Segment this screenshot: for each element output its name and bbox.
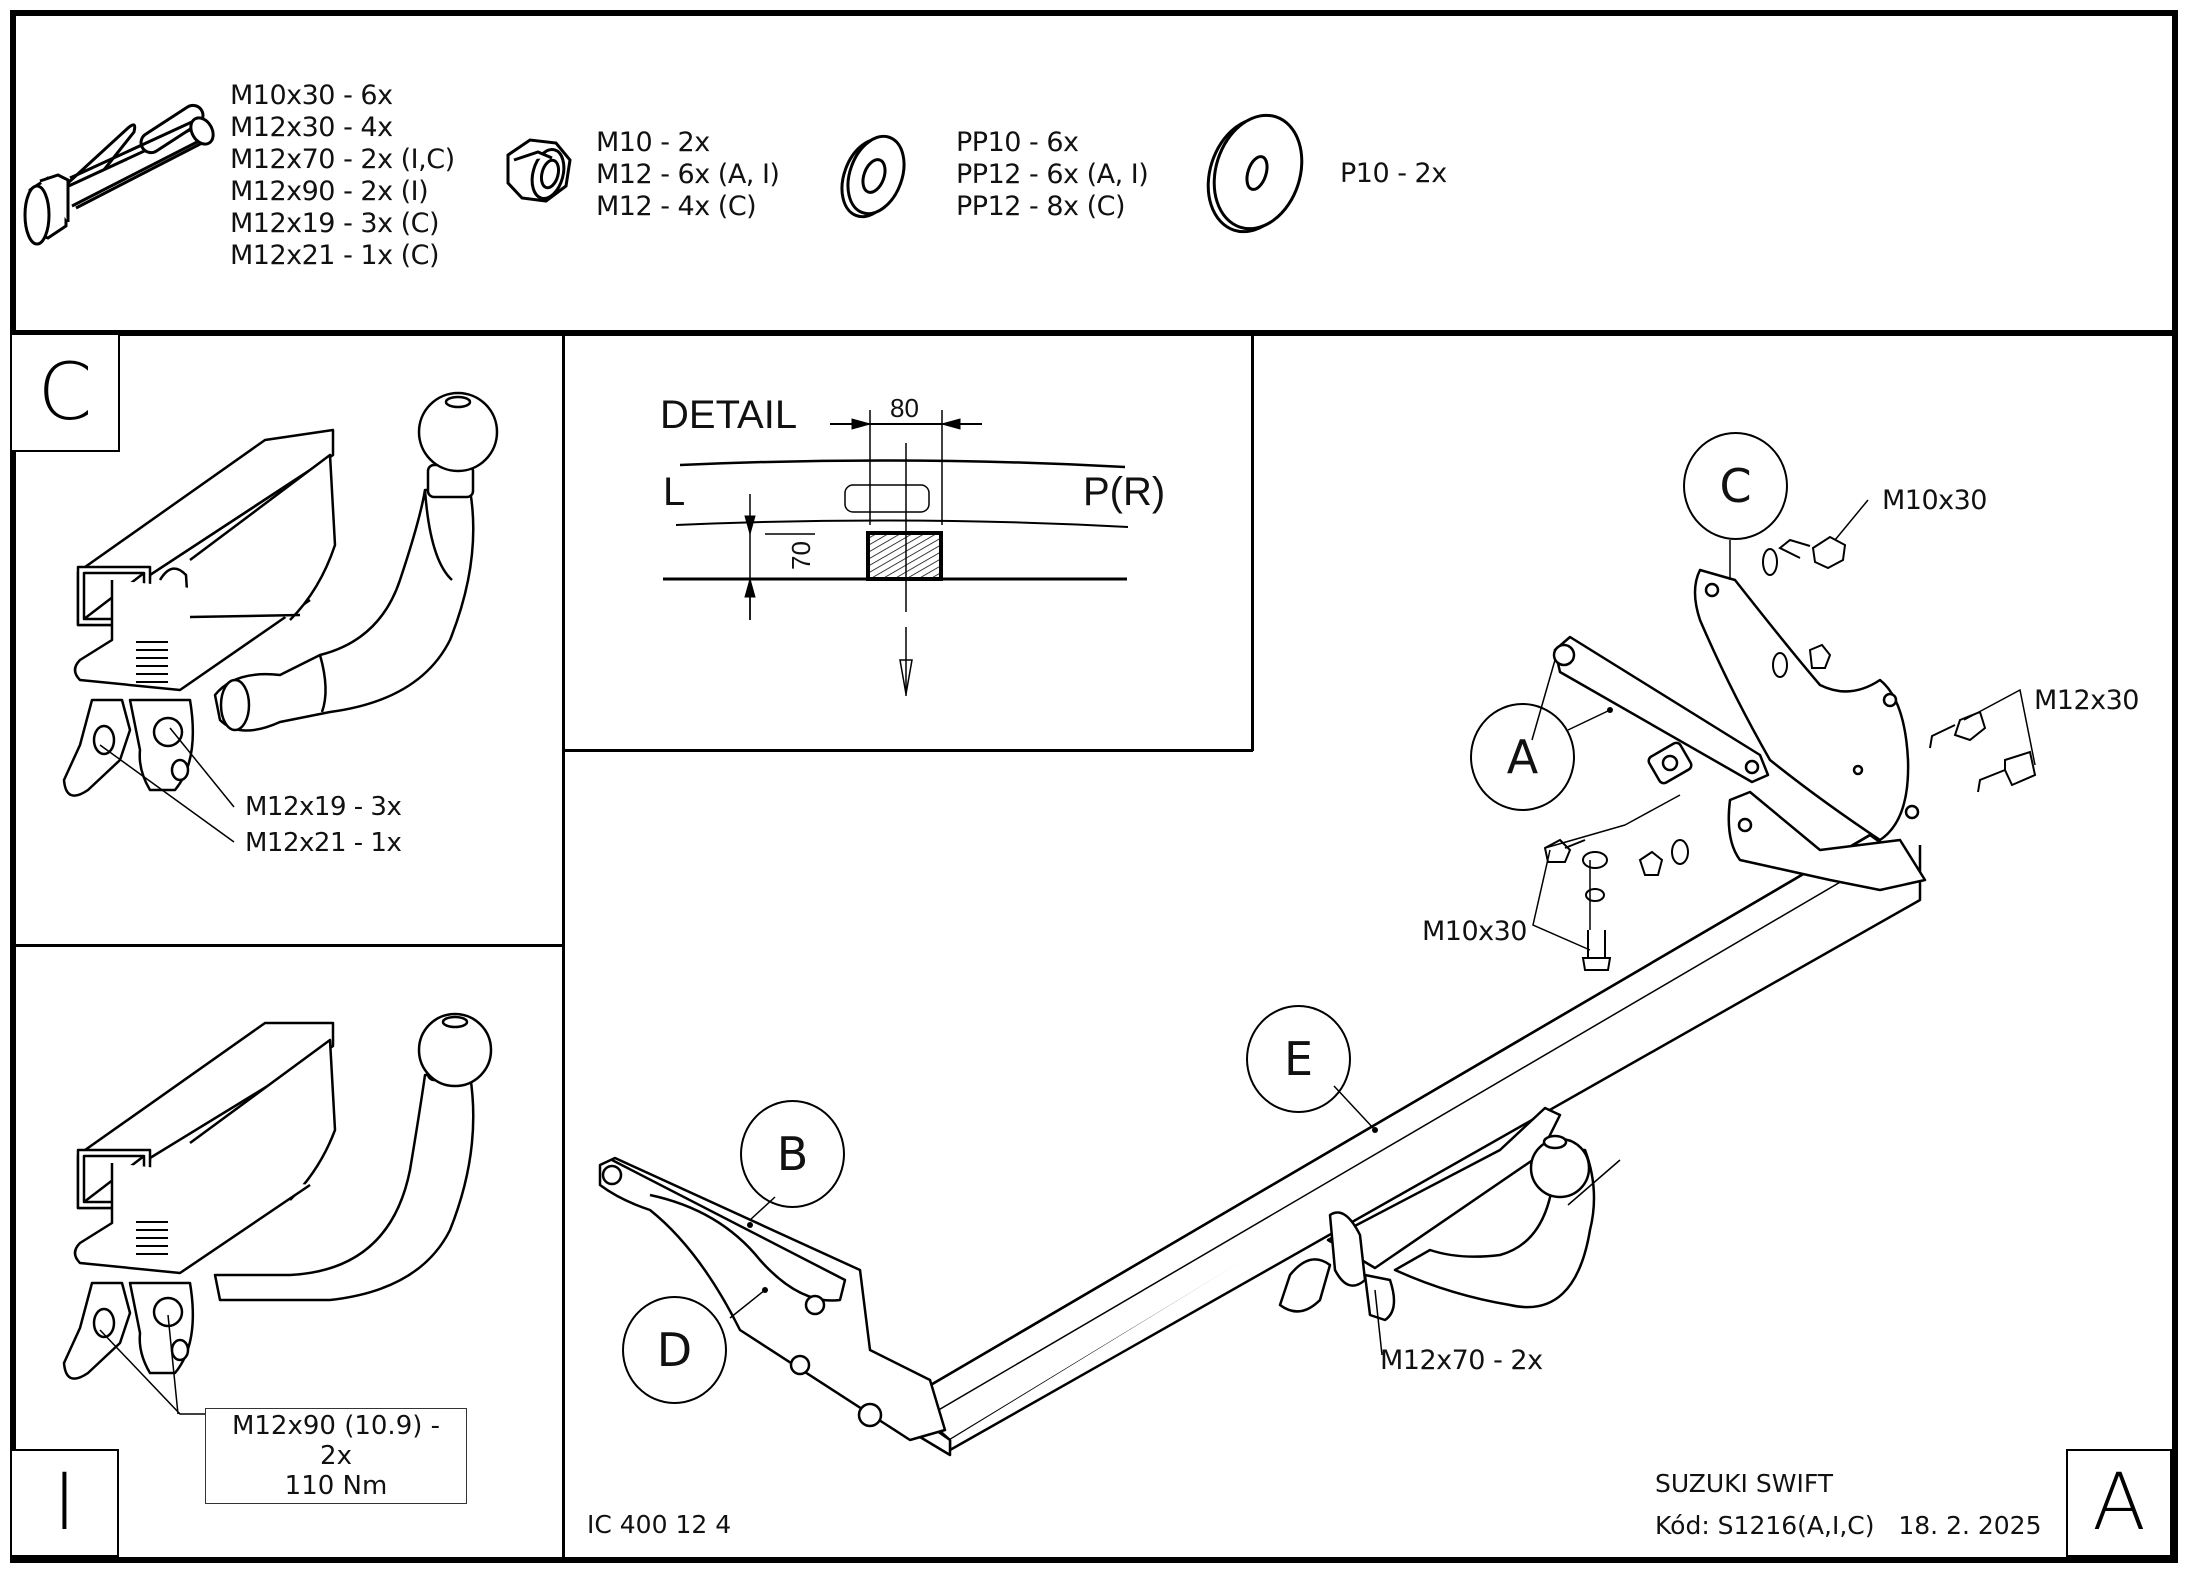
torque-spec-box: M12x90 (10.9) - 2x 110 Nm xyxy=(205,1408,467,1504)
part-callout-b: B xyxy=(740,1100,845,1208)
detail-left-label: L xyxy=(663,470,686,514)
vehicle-name: SUZUKI SWIFT xyxy=(1655,1469,1834,1498)
large-washer-list-item: P10 - 2x xyxy=(1340,158,1447,189)
washer-list-item: PP10 - 6x xyxy=(956,127,1079,158)
header-divider xyxy=(10,330,2172,336)
detail-title: DETAIL xyxy=(660,393,798,437)
fastener-label-top-m10x30: M10x30 xyxy=(1882,485,1988,516)
fastener-label-lower-m10x30: M10x30 xyxy=(1422,916,1528,947)
bolt-list-item: M12x19 - 3x (C) xyxy=(230,208,440,239)
part-callout-c: C xyxy=(1683,432,1788,540)
detail-divider-right xyxy=(1251,333,1254,751)
torque-bolt-spec: M12x90 (10.9) - 2x xyxy=(231,1411,441,1471)
washer-list: PP10 - 6x PP12 - 6x (A, I) PP12 - 8x (C) xyxy=(956,127,1149,223)
detail-dim-height: 70 xyxy=(786,541,816,570)
large-washer-list: P10 - 2x xyxy=(1340,158,1447,190)
panel-a-label: A xyxy=(2066,1449,2172,1557)
drawing-frame xyxy=(10,10,2178,1563)
bolt-list: M10x30 - 6x M12x30 - 4x M12x70 - 2x (I,C… xyxy=(230,80,455,272)
panel-c-callout: M12x19 - 3x M12x21 - 1x xyxy=(245,789,402,861)
detail-divider-bottom xyxy=(563,749,1253,752)
washer-list-item: PP12 - 8x (C) xyxy=(956,191,1126,222)
product-code: Kód: S1216(A,I,C) 18. 2. 2025 xyxy=(1655,1511,2042,1540)
part-callout-d: D xyxy=(622,1296,727,1404)
torque-value: 110 Nm xyxy=(284,1471,388,1501)
detail-dim-width: 80 xyxy=(890,393,919,423)
bolt-list-item: M12x90 - 2x (I) xyxy=(230,176,429,207)
code-value: Kód: S1216(A,I,C) xyxy=(1655,1511,1875,1540)
bolt-list-item: M10x30 - 6x xyxy=(230,80,393,111)
part-callout-e: E xyxy=(1246,1005,1351,1113)
fastener-label-m12x70: M12x70 - 2x xyxy=(1380,1345,1543,1376)
washer-list-item: PP12 - 6x (A, I) xyxy=(956,159,1149,190)
bolt-list-item: M12x70 - 2x (I,C) xyxy=(230,144,455,175)
nut-list-item: M12 - 4x (C) xyxy=(596,191,757,222)
drawing-number: IC 400 12 4 xyxy=(587,1510,732,1539)
nut-list: M10 - 2x M12 - 6x (A, I) M12 - 4x (C) xyxy=(596,127,780,223)
detail-right-label: P(R) xyxy=(1083,470,1166,514)
date-value: 18. 2. 2025 xyxy=(1898,1511,2042,1540)
nut-list-item: M12 - 6x (A, I) xyxy=(596,159,780,190)
bolt-list-item: M12x21 - 1x (C) xyxy=(230,240,440,271)
bolt-list-item: M12x30 - 4x xyxy=(230,112,393,143)
panel-i-label: I xyxy=(10,1449,119,1557)
callout-m12x19: M12x19 - 3x xyxy=(245,792,402,822)
panel-divider-c-i xyxy=(10,944,564,947)
panel-c-label: C xyxy=(10,333,120,452)
callout-m12x21: M12x21 - 1x xyxy=(245,828,402,858)
part-callout-a: A xyxy=(1470,703,1575,811)
fastener-label-m12x30: M12x30 xyxy=(2034,685,2140,716)
nut-list-item: M10 - 2x xyxy=(596,127,710,158)
